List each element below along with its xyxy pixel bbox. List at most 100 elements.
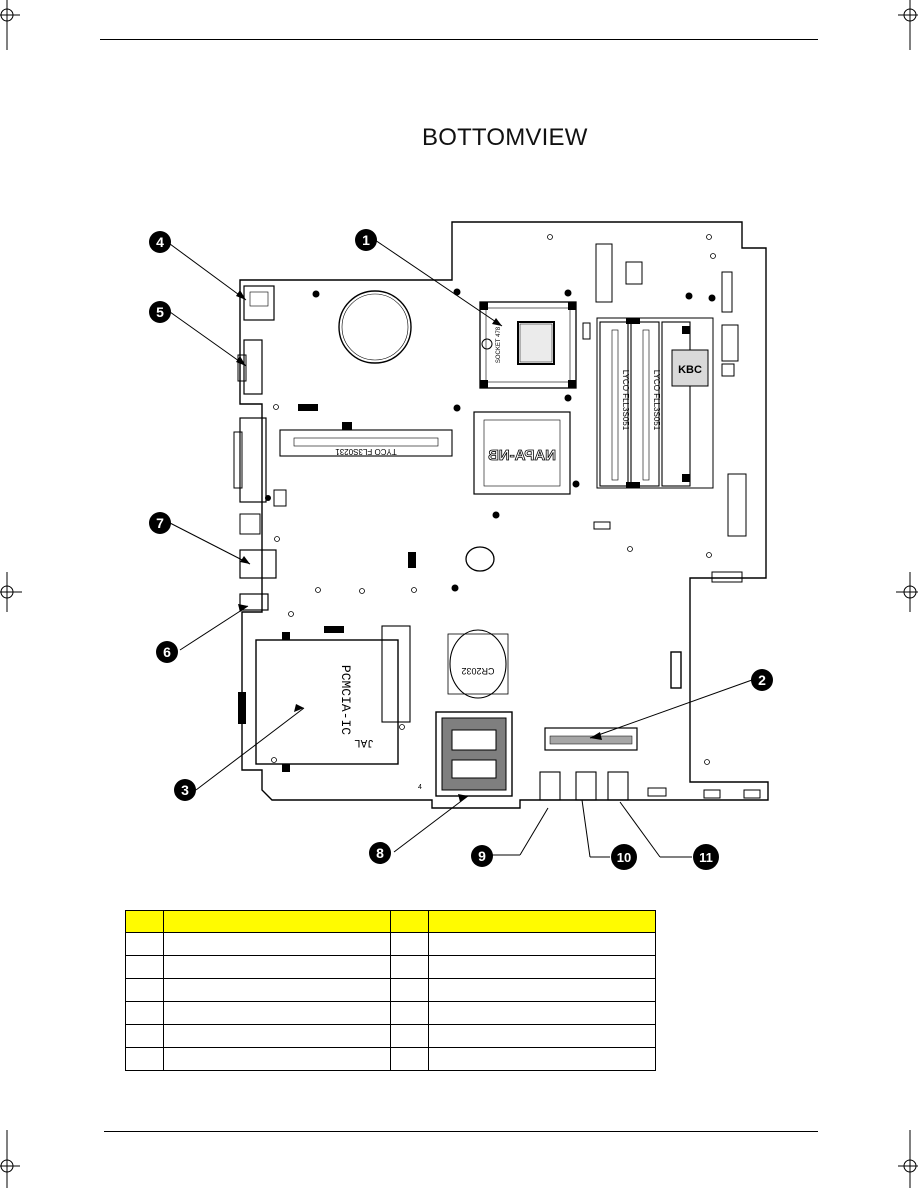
table-row	[125, 1024, 656, 1048]
registration-mark-bottom-left	[0, 1130, 20, 1188]
pcmcia-slot: PCMCIA-IC JAL	[255, 625, 411, 772]
table-cell	[428, 1024, 656, 1048]
connector-top-2	[625, 261, 643, 285]
callout-2: 2	[751, 669, 773, 691]
table-cell	[390, 1024, 429, 1048]
small-holes	[271, 234, 716, 765]
connector-top-1	[595, 243, 613, 303]
callout-leaders	[169, 239, 753, 858]
table-cell	[163, 955, 391, 979]
svg-text:11: 11	[699, 850, 713, 865]
card-reader: 4	[418, 711, 513, 797]
svg-text:LYCO FLL3S051: LYCO FLL3S051	[621, 370, 630, 431]
registration-mark-mid-right	[896, 572, 918, 612]
svg-text:8: 8	[376, 845, 384, 861]
svg-text:SOCKET 478: SOCKET 478	[496, 326, 502, 363]
cmos-battery: CR2032	[447, 629, 509, 699]
page-title: BOTTOMVIEW	[422, 124, 588, 151]
connector-9	[539, 771, 561, 801]
table-cell	[390, 955, 429, 979]
table-cell	[163, 1001, 391, 1025]
svg-text:NAPA-NB: NAPA-NB	[488, 447, 556, 464]
part-left-small	[298, 404, 318, 411]
callout-10: 10	[611, 844, 637, 870]
table-cell	[428, 932, 656, 956]
slot-small	[593, 521, 611, 530]
svg-text:5: 5	[156, 304, 164, 320]
table-cell	[163, 978, 391, 1002]
connector-right-2	[721, 324, 739, 362]
table-header-row	[125, 910, 656, 933]
table-cell	[125, 932, 164, 956]
callout-5: 5	[149, 301, 171, 323]
table-row	[125, 978, 656, 1002]
svg-text:1: 1	[362, 232, 370, 248]
kbc-chip: KBC	[671, 349, 709, 387]
connector-mid	[711, 571, 743, 583]
callout-6: 6	[156, 641, 178, 663]
table-cell	[125, 978, 164, 1002]
connector-6	[239, 593, 269, 611]
cpu-socket: SOCKET 478	[479, 301, 577, 389]
table-cell	[163, 1024, 391, 1048]
svg-text:KBC: KBC	[678, 364, 702, 376]
small-part	[582, 322, 591, 340]
connector-bottom-b	[703, 789, 721, 799]
connector-edge-left	[238, 692, 246, 724]
table-cell	[163, 932, 391, 956]
svg-text:7: 7	[156, 515, 164, 531]
callout-3: 3	[174, 779, 196, 801]
svg-text:2: 2	[758, 672, 766, 688]
registration-mark-top-left	[0, 0, 20, 50]
northbridge-chip: NAPA-NB	[473, 411, 571, 495]
callout-8: 8	[369, 842, 391, 864]
svg-text:10: 10	[617, 850, 631, 865]
connector-10	[575, 771, 597, 801]
table-cell	[390, 1001, 429, 1025]
table-cell	[125, 1047, 164, 1071]
minipci-slot: TYCO FL3S0231	[279, 429, 453, 457]
table-cell	[428, 1001, 656, 1025]
connector-7	[239, 549, 277, 579]
registration-mark-bottom-right	[898, 1130, 918, 1188]
svg-text:9: 9	[478, 848, 486, 864]
table-row	[125, 1047, 656, 1071]
table-cell	[390, 932, 429, 956]
table-header-cell	[390, 910, 429, 933]
fan-hole	[338, 290, 412, 364]
table-row	[125, 955, 656, 979]
registration-mark-top-right	[898, 0, 918, 50]
part-small-chip	[408, 552, 416, 568]
registration-mark-mid-left	[0, 572, 22, 612]
table-cell	[428, 1047, 656, 1071]
svg-text:4: 4	[418, 784, 422, 791]
arrow-heads	[236, 290, 602, 802]
svg-text:3: 3	[181, 782, 189, 798]
svg-text:CR2032: CR2032	[461, 666, 494, 676]
table-cell	[125, 1024, 164, 1048]
table-cell	[390, 1047, 429, 1071]
footer-rule	[104, 1131, 818, 1132]
connector-5	[243, 339, 263, 395]
table-cell	[163, 1047, 391, 1071]
connector-usb-left-1	[239, 513, 261, 535]
dimm-slots: LYCO FLL3S051 LYCO FLL3S051	[596, 317, 714, 489]
callout-9: 9	[471, 845, 493, 867]
svg-text:LYCO FLL3S051: LYCO FLL3S051	[652, 370, 661, 431]
table-cell	[125, 1001, 164, 1025]
slot-vertical	[670, 651, 682, 689]
board-outline	[239, 221, 769, 809]
table-cell	[390, 978, 429, 1002]
svg-text:JAL: JAL	[354, 736, 374, 748]
callout-badges: 1 2 3 4 5 6 7 8 9 10 11	[149, 229, 773, 870]
connector-4	[243, 285, 275, 321]
standoff-oval	[465, 546, 495, 572]
callout-7: 7	[149, 512, 171, 534]
part-left-small-3	[342, 422, 352, 430]
part-left-small-2	[273, 489, 287, 507]
connector-right-1	[721, 271, 733, 313]
connector-bottom-a	[647, 787, 667, 797]
svg-text:4: 4	[156, 234, 164, 250]
component-table	[125, 910, 656, 1071]
